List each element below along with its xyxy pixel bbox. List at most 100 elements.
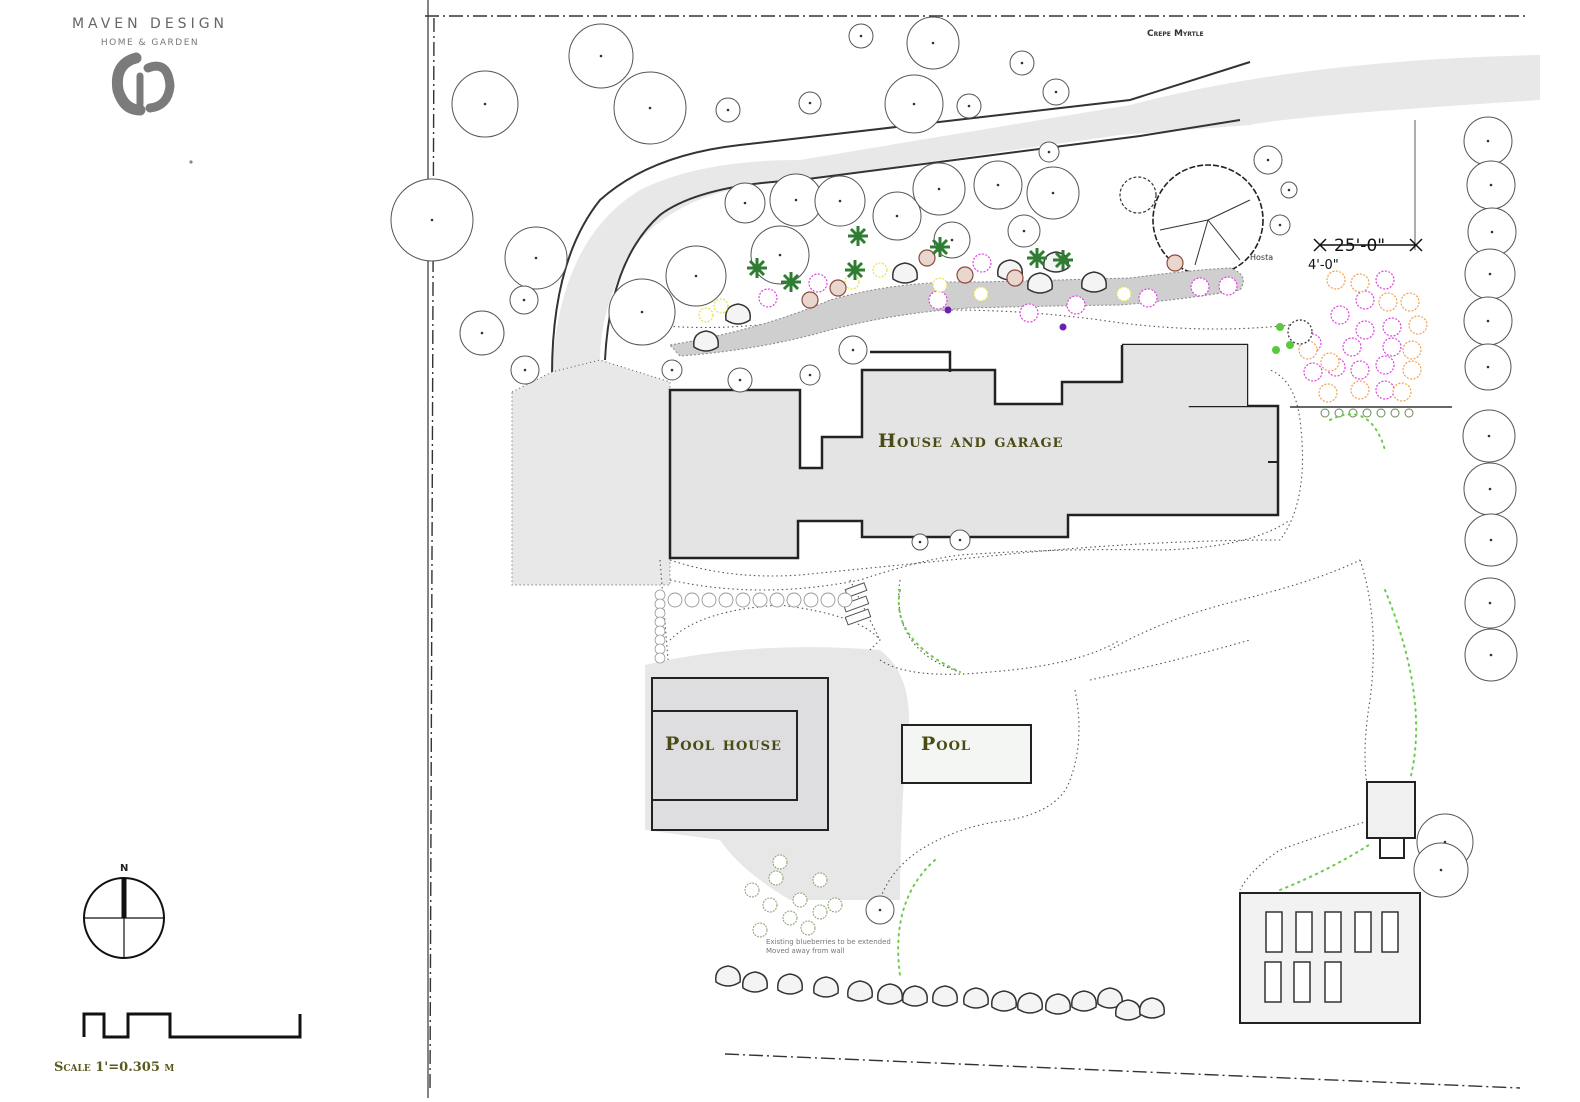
edging-plant-icon <box>1334 408 1344 418</box>
blueberry-shrub-icon <box>752 922 768 938</box>
orange-flower-icon <box>1326 270 1346 290</box>
purple-flower-icon <box>1059 323 1067 331</box>
tree-center-icon <box>1490 230 1494 234</box>
raised-bed <box>1324 911 1342 953</box>
fern-icon <box>930 237 950 257</box>
yellow-flower-icon <box>844 274 860 290</box>
tree-center-icon <box>996 183 1000 187</box>
tree-center-icon <box>1051 191 1055 195</box>
pink-flower-icon <box>1350 360 1370 380</box>
boulder-icon <box>1139 997 1165 1019</box>
blueberry-shrub-icon <box>792 892 808 908</box>
raised-bed <box>1324 961 1342 1003</box>
lawn-edge-dots <box>897 589 961 673</box>
raised-bed <box>1264 961 1282 1003</box>
yellow-flower-icon <box>932 277 948 293</box>
tree-center-icon <box>1488 601 1492 605</box>
tree-center-icon <box>1439 868 1443 872</box>
lawn-edge-dots <box>1384 589 1418 781</box>
tree-center-icon <box>522 298 526 302</box>
tree-center-icon <box>738 378 742 382</box>
tree-center-icon <box>950 238 954 242</box>
tree-center-icon <box>808 101 812 105</box>
pool-house-inner <box>651 710 798 801</box>
edging-plant-icon <box>1376 408 1386 418</box>
hedge-shrub-icon <box>654 625 666 637</box>
purple-flower-icon <box>944 306 952 314</box>
orange-flower-icon <box>1392 382 1412 402</box>
yellow-flower-icon <box>1116 286 1132 302</box>
dimension-label: 25'-0" <box>1334 236 1386 256</box>
pink-flower-icon <box>1375 380 1395 400</box>
orange-flower-icon <box>1350 273 1370 293</box>
tree-center-icon <box>1278 223 1282 227</box>
pink-flower-icon <box>1303 362 1323 382</box>
parking-area <box>511 359 671 586</box>
hedge-shrub-icon <box>684 592 700 608</box>
pink-flower-icon <box>1190 277 1210 297</box>
tree-center-icon <box>918 540 922 544</box>
boulder-icon <box>777 973 803 995</box>
hedge-shrub-icon <box>803 592 819 608</box>
scale-bar <box>82 1012 302 1039</box>
dimension-secondary-label: 4'-0" <box>1308 258 1339 273</box>
green-plant-icon <box>1272 346 1280 354</box>
tree-center-icon <box>859 34 863 38</box>
blueberry-shrub-icon <box>827 897 843 913</box>
tree-center-icon <box>1022 229 1026 233</box>
red-shrub-icon <box>1166 254 1184 272</box>
fern-icon <box>845 260 865 280</box>
tree-center-icon <box>1488 272 1492 276</box>
note-line-1: Existing blueberries to be extended <box>766 938 891 946</box>
flowers-layer <box>698 226 1428 418</box>
pink-flower-icon <box>1138 288 1158 308</box>
tree-center-icon <box>895 214 899 218</box>
hosta-label: Hosta <box>1250 253 1274 262</box>
edging-plant-icon <box>1404 408 1414 418</box>
fern-icon <box>1027 248 1047 268</box>
tree-center-icon <box>931 41 935 45</box>
orange-flower-icon <box>1400 292 1420 312</box>
blueberry-shrub-icon <box>768 870 784 886</box>
hedge-shrub-icon <box>769 592 785 608</box>
pink-flower-icon <box>1066 295 1086 315</box>
fern-icon <box>1053 250 1073 270</box>
lawn-edge-dots <box>1279 842 1373 891</box>
orange-flower-icon <box>1402 340 1422 360</box>
tree-center-icon <box>937 187 941 191</box>
tree-center-icon <box>1489 183 1493 187</box>
tree-center-icon <box>480 331 484 335</box>
hedge-shrub-icon <box>654 643 666 655</box>
blueberry-shrub-icon <box>772 854 788 870</box>
house-step <box>1268 461 1279 490</box>
north-arrow <box>83 877 165 959</box>
boulder-icon <box>1045 993 1071 1015</box>
raised-bed <box>1265 911 1283 953</box>
orange-flower-icon <box>1320 352 1340 372</box>
tree-center-icon <box>1489 538 1493 542</box>
pool-house <box>651 677 829 831</box>
tree-center-icon <box>1020 61 1024 65</box>
boulder-icon <box>1097 987 1123 1009</box>
orange-flower-icon <box>1318 383 1338 403</box>
edging-plant-icon <box>1390 408 1400 418</box>
hedge-shrub-icon <box>654 589 666 601</box>
crepe-myrtle-label: Crepe Myrtle <box>1147 29 1204 39</box>
hedge-shrub-icon <box>667 592 683 608</box>
boulder-icon <box>847 980 873 1002</box>
raised-bed <box>1354 911 1372 953</box>
boulder-icon <box>892 262 918 284</box>
boulder-icon <box>1017 992 1043 1014</box>
boulder-icon <box>693 330 719 352</box>
hedge-shrub-icon <box>654 634 666 646</box>
boulder-icon <box>1027 272 1053 294</box>
stray-dot <box>189 160 193 164</box>
red-shrub-icon <box>829 279 847 297</box>
orange-flower-icon <box>1350 380 1370 400</box>
shrubs-layer <box>654 589 853 938</box>
scale-label: Scale 1'=0.305 m <box>54 1060 175 1075</box>
boulder-icon <box>1071 990 1097 1012</box>
tree-center-icon <box>1487 434 1491 438</box>
boulder-icon <box>725 303 751 325</box>
hedge-shrub-icon <box>837 592 853 608</box>
